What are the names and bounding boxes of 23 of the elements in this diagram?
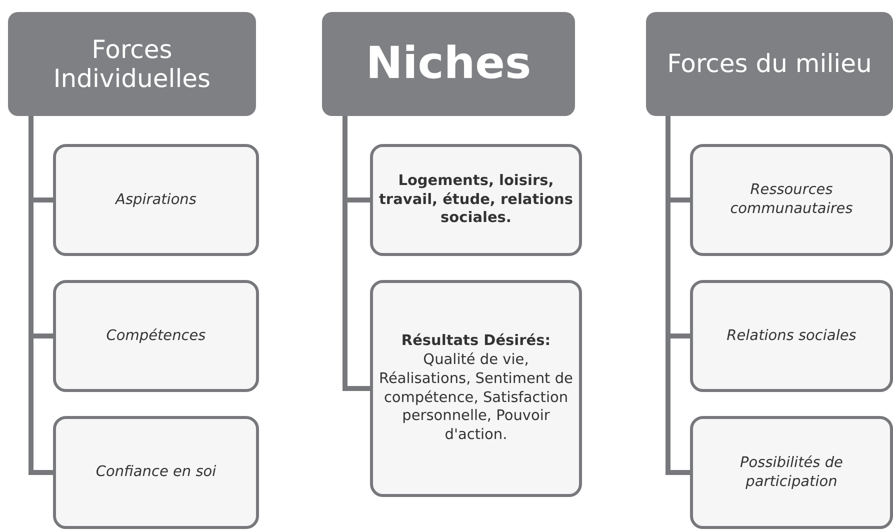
header-box <box>322 12 575 116</box>
box-text: Aspirations <box>116 190 196 210</box>
box-text: Qualité de vie, Réalisations, Sentiment de compétence, Satisfaction personnelle, Pouvoir d'action. <box>379 350 573 446</box>
box-text: Logements, loisirs, travail, étude, relations sociales. <box>379 172 573 228</box>
header-title: Forces Individuelles <box>52 34 212 94</box>
header-title: Niches <box>364 38 532 90</box>
category-box <box>53 280 259 392</box>
category-box <box>370 144 582 256</box>
box-text: Ressources communautaires <box>729 181 854 219</box>
category-box <box>690 416 893 529</box>
box-text: Confiance en soi <box>96 463 216 482</box>
header-box <box>8 12 256 116</box>
box-text: Compétences <box>106 326 206 346</box>
header-box <box>646 12 893 116</box>
box-text: Possibilités de participation <box>739 454 844 492</box>
category-box <box>370 280 582 497</box>
category-box <box>53 144 259 256</box>
header-title: Forces du milieu <box>666 49 873 79</box>
category-box <box>690 144 893 256</box>
box-text: Relations sociales <box>726 326 856 346</box>
category-box <box>53 416 259 529</box>
category-box <box>690 280 893 392</box>
box-heading: Résultats Désirés: <box>401 332 551 351</box>
